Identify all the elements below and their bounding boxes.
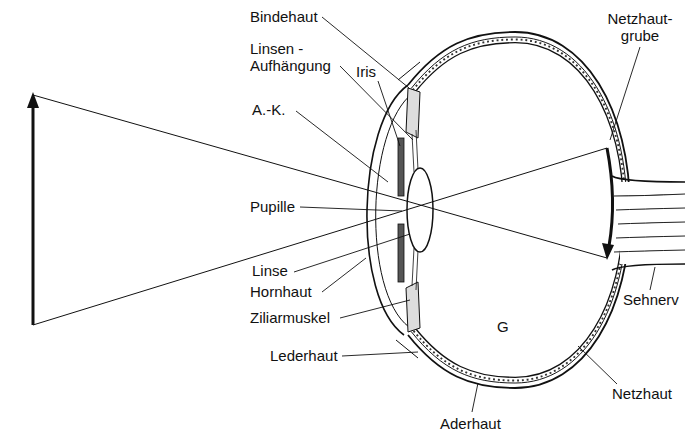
iris xyxy=(398,138,404,196)
part-label: Netzhaut xyxy=(612,385,672,402)
part-label: Iris xyxy=(356,63,376,80)
part-label: Hornhaut xyxy=(250,283,312,300)
ciliary-muscle xyxy=(406,88,420,138)
optic-nerve-sheath xyxy=(612,176,685,270)
region-letter: G xyxy=(497,318,509,335)
part-label: Netzhaut- grube xyxy=(600,10,680,44)
image-arrowhead xyxy=(602,243,614,260)
image-arrow xyxy=(607,148,613,246)
lens xyxy=(407,168,433,252)
part-label: Pupille xyxy=(250,198,295,215)
part-label: Bindehaut xyxy=(250,8,318,25)
light-ray xyxy=(33,95,607,258)
retina xyxy=(415,43,624,378)
part-label: Linsen - Aufhängung xyxy=(250,40,350,74)
sclera-inner xyxy=(411,37,627,383)
ciliary-muscle xyxy=(406,282,420,332)
part-label: A.-K. xyxy=(252,101,285,118)
light-ray xyxy=(33,148,607,325)
nerve-fibers xyxy=(614,194,685,252)
sclera xyxy=(408,32,630,388)
part-label: Ziliarmuskel xyxy=(250,309,330,326)
object-arrowhead xyxy=(27,92,39,108)
choroid xyxy=(413,39,626,380)
part-label: Lederhaut xyxy=(270,347,338,364)
part-label: Sehnerv xyxy=(623,291,679,308)
part-label: Linse xyxy=(252,262,288,279)
part-label: Aderhaut xyxy=(440,415,501,432)
leader-lines xyxy=(294,17,655,412)
iris xyxy=(398,224,404,282)
object-arrow xyxy=(32,104,35,325)
